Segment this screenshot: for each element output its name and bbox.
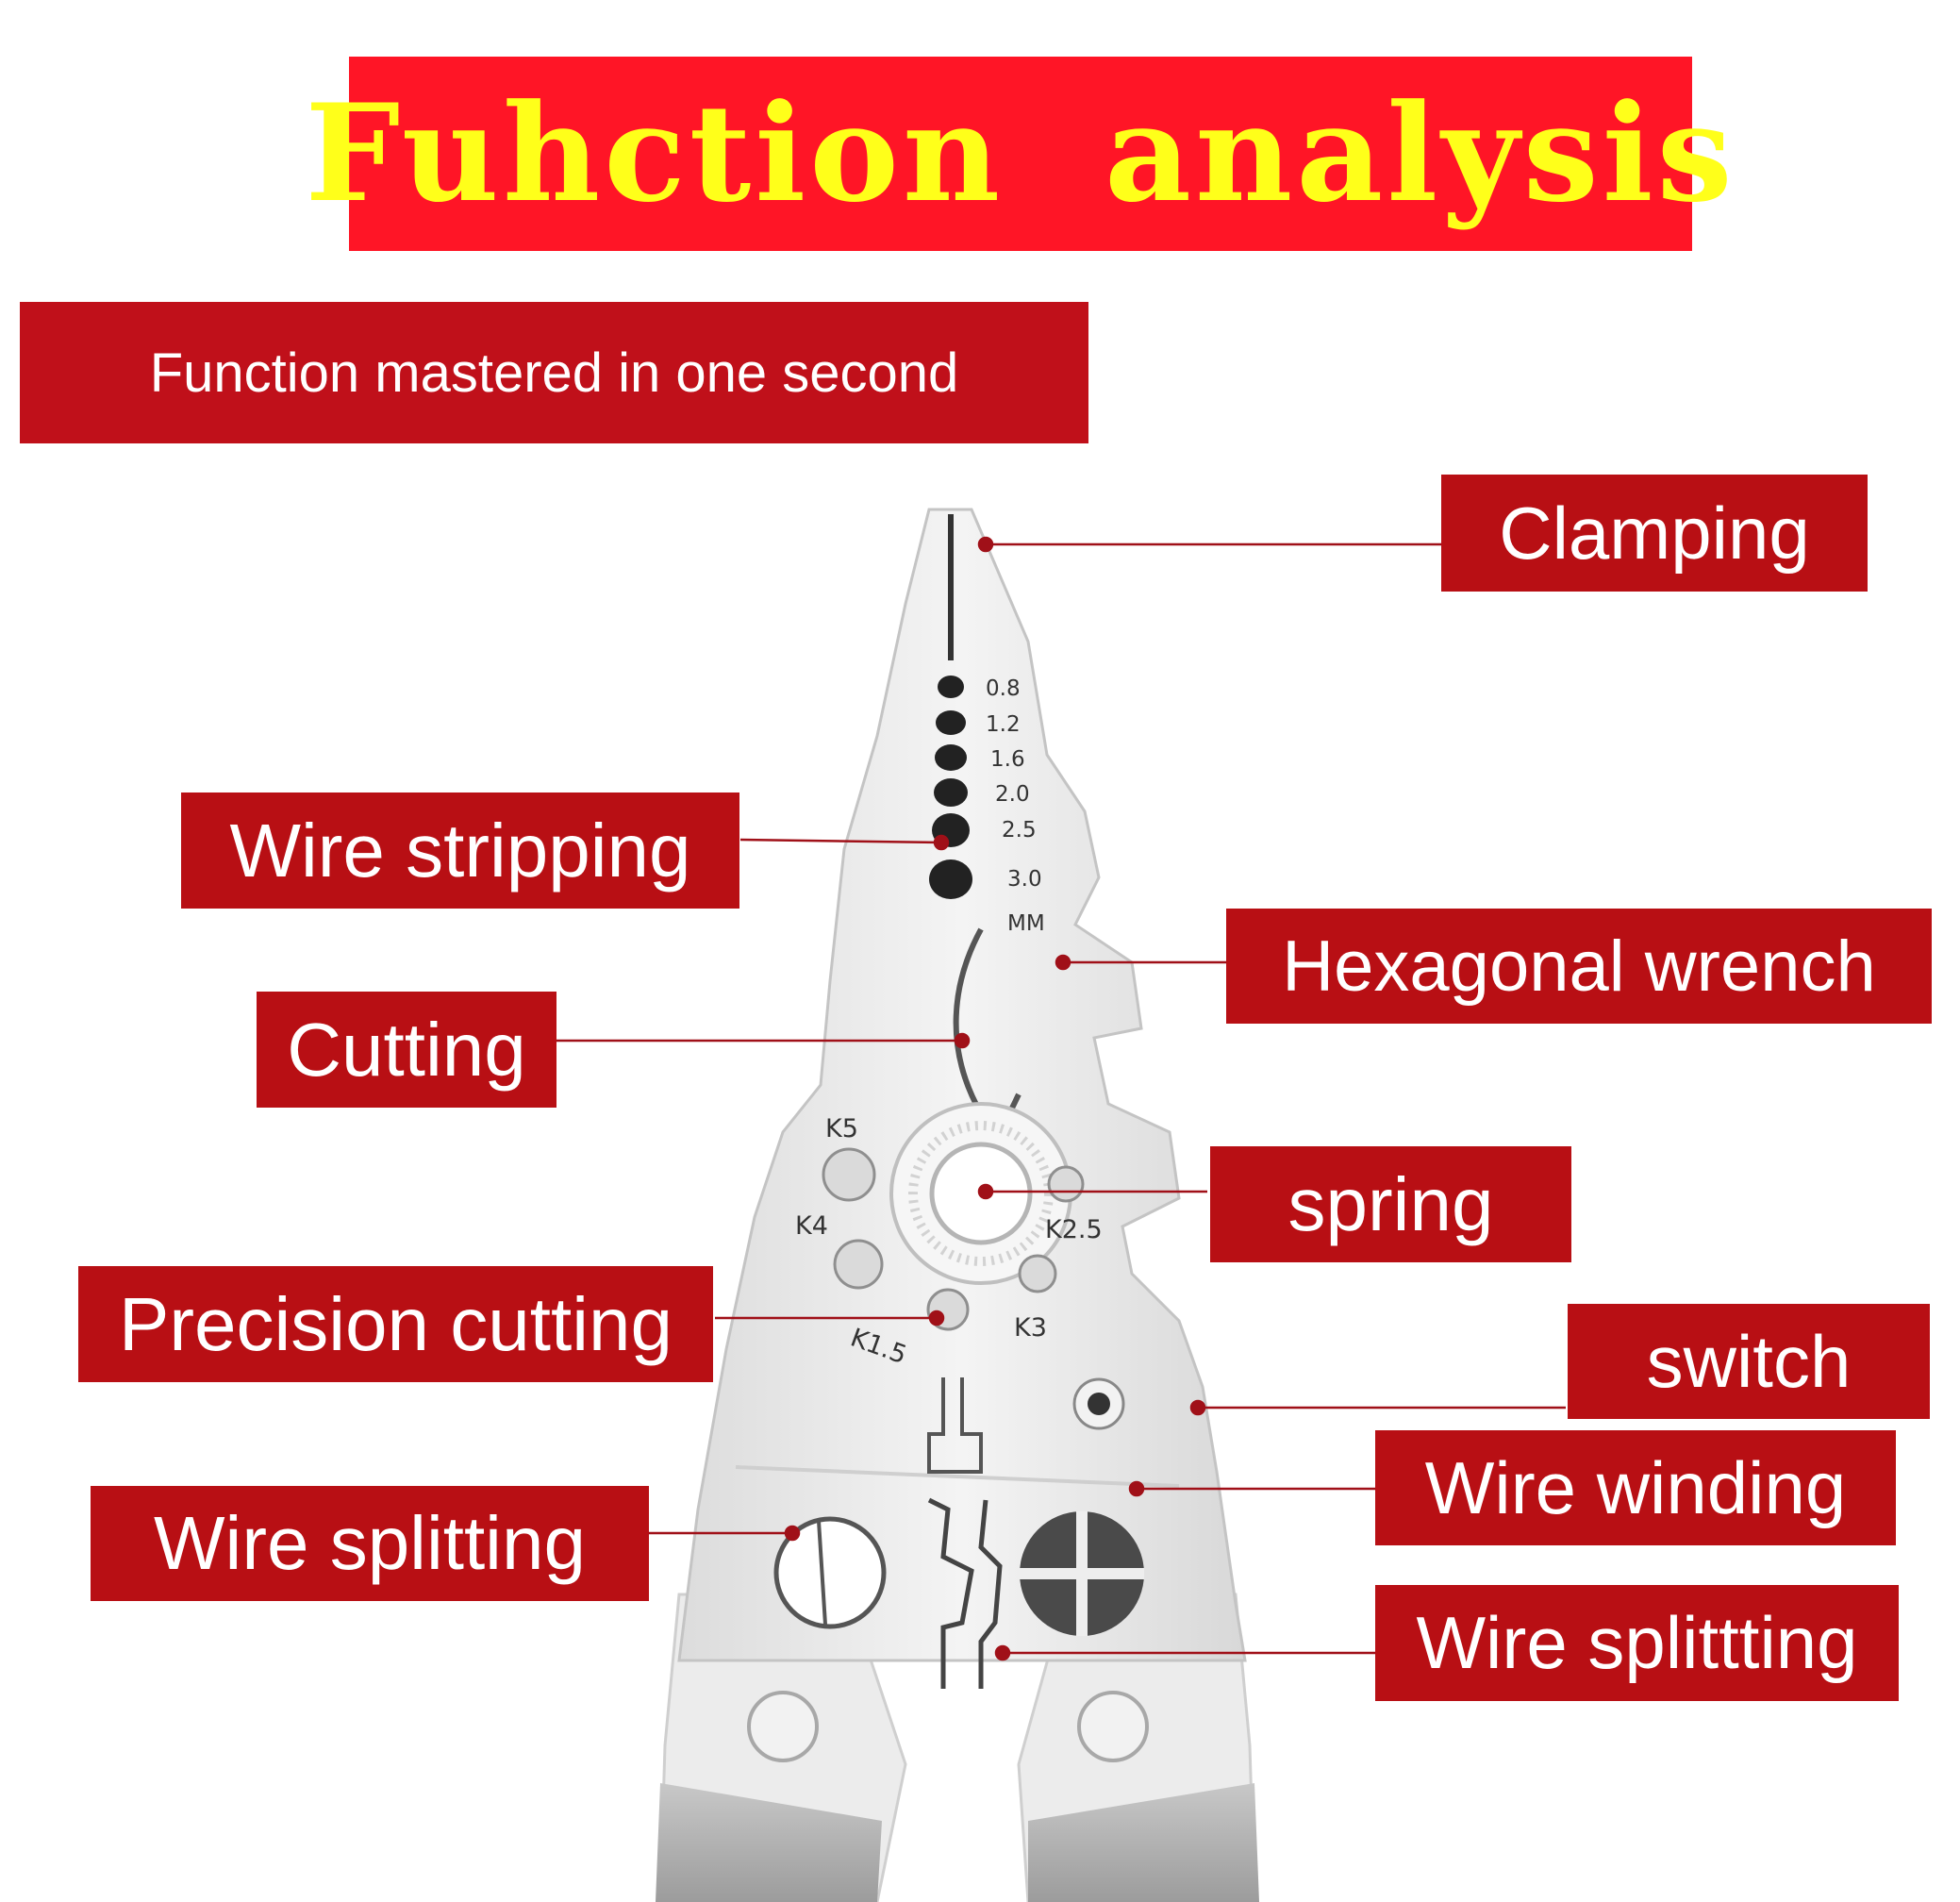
label-precision-cutting: Precision cutting [78,1266,713,1382]
gauge-size-label: 2.5 [1002,818,1037,843]
label-wire-winding: Wire winding [1375,1430,1896,1545]
label-hexagonal-wrench: Hexagonal wrench [1226,909,1932,1024]
rivet-right [1077,1691,1149,1762]
terminal-label: K2.5 [1045,1215,1103,1244]
label-switch: switch [1568,1304,1930,1419]
terminal-label: K4 [795,1211,828,1241]
plier-body [677,508,1247,1662]
label-wire-splitting-left-text: Wire splitting [154,1501,586,1585]
label-wire-stripping-text: Wire stripping [229,808,691,893]
gauge-size-label: 1.2 [986,712,1021,737]
terminal-label: K5 [825,1114,858,1143]
label-clamping-text: Clamping [1499,491,1810,575]
gauge-size-label: 2.0 [995,782,1030,807]
label-hexagonal-wrench-text: Hexagonal wrench [1282,926,1876,1007]
gauge-size-label: 3.0 [1007,867,1042,892]
label-spring: spring [1210,1146,1571,1262]
banner-title: Fuhction analysis [305,75,1736,232]
leader-lines [556,536,1566,1661]
wire-splitter-hole [773,1516,887,1629]
stripping-holes [929,676,972,899]
label-wire-splitting-left: Wire splitting [91,1486,649,1601]
label-wire-winding-text: Wire winding [1424,1445,1847,1529]
subtitle-text: Function mastered in one second [149,342,959,404]
title-banner: Fuhction analysis [305,57,1733,251]
label-precision-cutting-text: Precision cutting [119,1281,673,1366]
gauge-unit-label: MM [1007,911,1045,936]
gauge-size-label: 1.6 [990,747,1025,772]
rivet-left [747,1691,819,1762]
label-spring-text: spring [1287,1161,1494,1246]
subtitle-box: Function mastered in one second [20,302,1088,443]
terminal-label: K3 [1014,1313,1047,1343]
handles [656,1593,1259,1902]
label-wire-stripping: Wire stripping [181,792,739,909]
label-wire-splitting-right-text: Wire splittting [1416,1601,1858,1684]
gauge-size-label: 0.8 [986,676,1021,701]
label-cutting-text: Cutting [287,1007,526,1092]
label-cutting: Cutting [257,992,556,1108]
terminal-labels: K5 K4 K2.5 K3 K1.5 [795,1114,1103,1370]
gauge-labels: 0.8 1.2 1.6 2.0 2.5 3.0 MM [986,676,1045,936]
label-wire-splitting-right: Wire splittting [1375,1585,1899,1701]
label-clamping: Clamping [1441,475,1868,592]
label-switch-text: switch [1646,1319,1852,1403]
